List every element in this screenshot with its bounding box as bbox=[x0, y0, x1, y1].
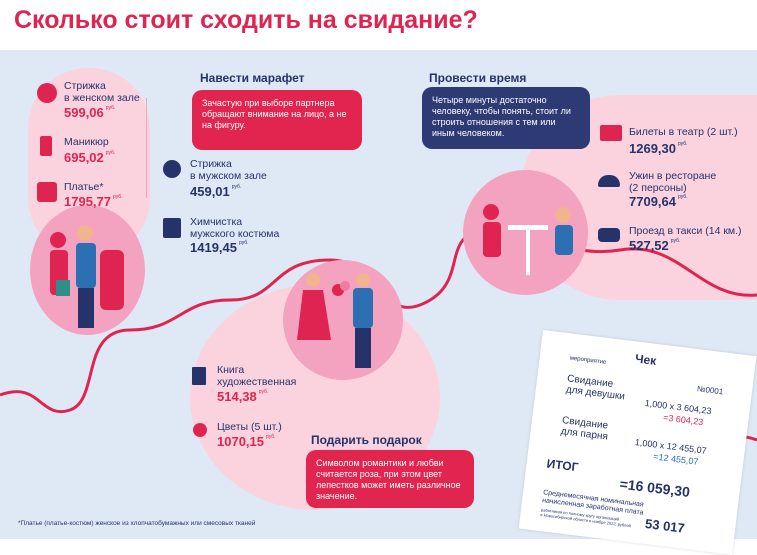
item-label-haircut-women: Стрижка в женском зале bbox=[64, 80, 140, 104]
flowers-couple-illustration bbox=[283, 260, 403, 380]
receipt-guy-label: Свидание для парня bbox=[560, 415, 609, 443]
receipt-number: №0001 bbox=[696, 384, 724, 397]
nail-polish-icon bbox=[40, 136, 52, 156]
receipt-total-label: ИТОГ bbox=[545, 456, 580, 475]
receipt-title: Чек bbox=[634, 351, 658, 368]
marafet-fact-box: Зачастую при выборе партнера обращают вн… bbox=[192, 90, 362, 150]
taxi-icon bbox=[598, 228, 620, 242]
receipt-girl-label: Свидание для девушки bbox=[565, 373, 626, 403]
page-title: Сколько стоит сходить на свидание? bbox=[14, 6, 478, 34]
item-label-flowers: Цветы (5 шт.) bbox=[217, 421, 282, 433]
dinner-couple-illustration bbox=[463, 170, 588, 295]
hairdryer-icon bbox=[37, 83, 57, 103]
suit-icon bbox=[163, 218, 181, 238]
item-label-manicure: Маникюр bbox=[64, 136, 109, 148]
time-fact-box: Четыре минуты достаточно человеку, чтобы… bbox=[422, 87, 590, 149]
item-label-book: Книга художественная bbox=[217, 364, 297, 388]
couple-shopping-illustration bbox=[30, 205, 145, 335]
item-label-dress: Платье* bbox=[64, 181, 104, 193]
section-title-time: Провести время bbox=[429, 71, 527, 85]
receipt-total-value: =16 059,30 bbox=[618, 475, 691, 501]
item-label-theater: Билеты в театр (2 шт.) bbox=[629, 126, 738, 138]
gift-fact-box: Символом романтики и любви считается роз… bbox=[306, 450, 474, 508]
barber-icon bbox=[163, 160, 181, 178]
receipt-event-label: мероприятие bbox=[569, 355, 607, 366]
item-label-haircut-men: Стрижка в мужском зале bbox=[190, 158, 267, 182]
divider-line bbox=[146, 98, 147, 198]
item-label-restaurant: Ужин в ресторане (2 персоны) bbox=[629, 170, 717, 194]
dish-icon bbox=[598, 175, 620, 187]
footnote: *Платье (платье-костюм) женское из хлопч… bbox=[18, 520, 256, 527]
section-title-marafet: Навести марафет bbox=[200, 71, 305, 85]
dress-icon bbox=[37, 182, 57, 202]
section-title-gift: Подарить подарок bbox=[311, 433, 422, 447]
book-icon bbox=[192, 367, 206, 385]
flower-icon bbox=[193, 423, 207, 437]
ticket-icon bbox=[600, 125, 622, 141]
receipt: Чек мероприятие №0001 Свидание для девуш… bbox=[518, 330, 757, 555]
receipt-salary-value: 53 017 bbox=[644, 515, 686, 536]
item-label-dry-cleaning: Химчистка мужского костюма bbox=[190, 216, 280, 240]
item-label-taxi: Проезд в такси (14 км.) bbox=[629, 225, 742, 237]
